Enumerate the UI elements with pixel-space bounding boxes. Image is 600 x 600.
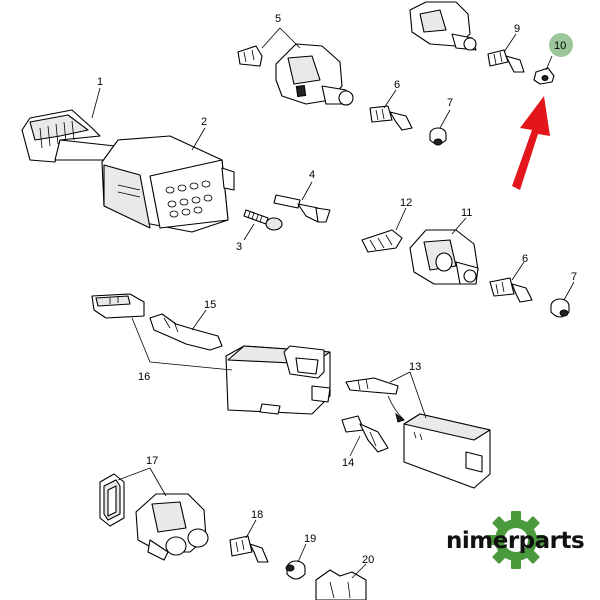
part-9-terminal — [487, 49, 525, 73]
part-11-connector — [409, 229, 479, 285]
callout-4: 4 — [309, 169, 315, 181]
callout-13: 13 — [409, 361, 421, 373]
part-2-connector-block — [101, 135, 235, 233]
part-16-connector-large — [225, 345, 331, 415]
part-1-boot — [21, 109, 116, 163]
red-arrow — [512, 96, 550, 190]
callout-15: 15 — [204, 299, 216, 311]
part-4-terminal — [273, 194, 331, 223]
callout-2: 2 — [201, 116, 207, 128]
part-19-seal — [285, 560, 306, 580]
callout-5: 5 — [275, 13, 281, 25]
part-5-housing — [237, 43, 354, 106]
part-3-screw — [243, 209, 283, 231]
part-6-terminal-lower — [489, 277, 533, 303]
callout-7-lower: 7 — [571, 271, 577, 283]
part-10-seal — [533, 67, 555, 85]
part-17-connector — [135, 493, 209, 561]
part-14-terminal — [341, 415, 389, 453]
callout-6-top: 6 — [394, 79, 400, 91]
callout-7-top: 7 — [447, 97, 453, 109]
callout-9: 9 — [514, 23, 520, 35]
part-15-terminal — [149, 313, 223, 351]
part-13-housing — [403, 413, 491, 489]
gear-icon — [487, 511, 545, 569]
callout-11: 11 — [461, 207, 472, 219]
callout-17: 17 — [146, 455, 158, 467]
callout-6-lower: 6 — [522, 253, 528, 265]
callout-3: 3 — [236, 241, 242, 253]
part-connector-top-right — [409, 1, 477, 51]
callout-18: 18 — [251, 509, 263, 521]
callout-16: 16 — [138, 371, 150, 383]
part-7-seal-top — [429, 127, 447, 146]
brand-logo-text: nimerparts — [446, 528, 585, 554]
callout-14: 14 — [342, 457, 354, 469]
part-6-terminal-top — [369, 105, 413, 131]
part-20-clip — [315, 569, 367, 600]
callout-10-highlight — [549, 33, 573, 57]
part-7-seal-lower — [550, 298, 570, 318]
part-17-grommet — [99, 473, 125, 527]
callout-20: 20 — [362, 554, 374, 566]
callout-10: 10 — [554, 40, 566, 52]
part-18-terminal — [229, 535, 269, 563]
part-16-housing-small — [91, 293, 145, 319]
part-12-clip — [361, 229, 403, 253]
callout-1: 1 — [97, 76, 103, 88]
callout-19: 19 — [304, 533, 316, 545]
part-13-terminal-flat — [345, 377, 399, 395]
callout-12: 12 — [400, 197, 412, 209]
